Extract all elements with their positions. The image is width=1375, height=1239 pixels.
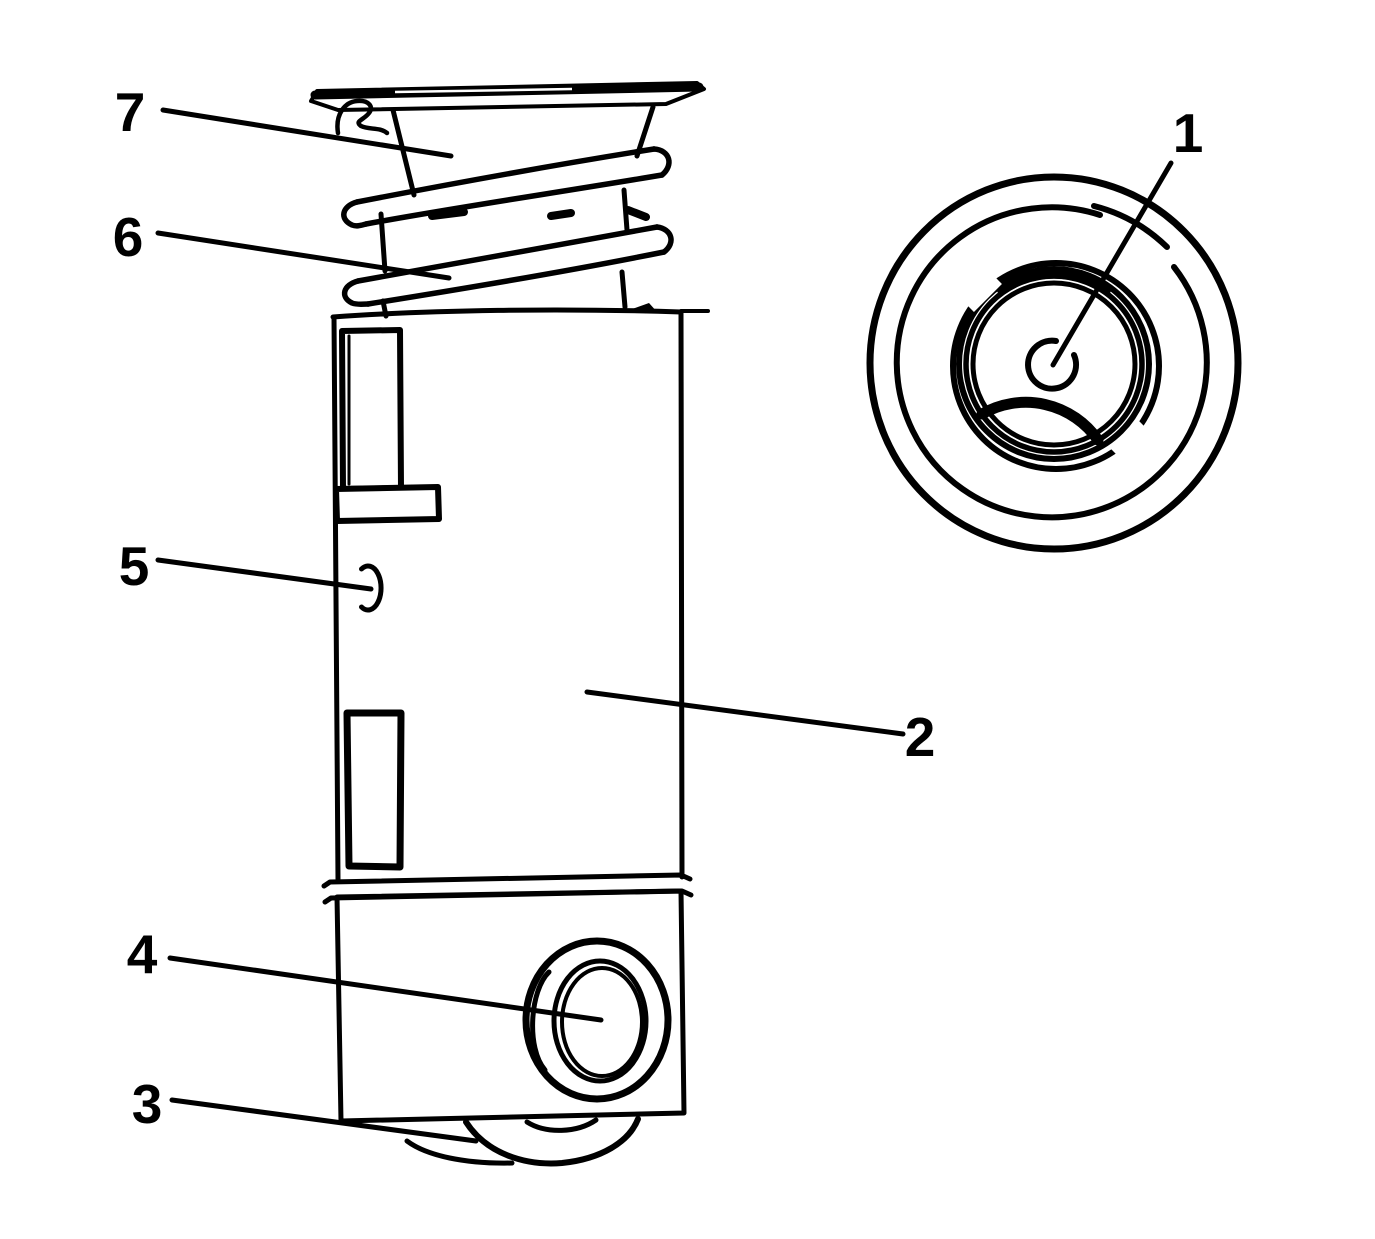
callout-label-6: 6 [113,206,144,268]
body-left-edge [331,314,341,882]
roller-far-edge-arc [404,1138,515,1166]
topview-bore-ring-4 [970,280,1138,448]
foot-block [321,872,694,1124]
spring-coil2-left-turn [341,278,371,307]
spring-coil2-right-turn [654,224,674,255]
lifter-body [330,307,710,882]
body-upper-slot [339,327,404,492]
roller [404,1116,641,1167]
spring-coil1-left-turn [341,199,369,229]
callout-label-3: 3 [132,1073,163,1135]
callout-leader-1 [1050,160,1174,368]
axle-hole-left-arc [530,969,552,1073]
body-oil-hole [359,563,384,613]
topview-outer-ring [866,173,1242,553]
plunger-right-edge-low [619,269,628,310]
body-lower-slot [343,709,405,871]
spring-coil1-right-turn [651,146,672,178]
axle-hole-inner-ring-1 [551,958,649,1084]
callout-layer: 1 2 3 4 5 6 7 [113,81,1204,1144]
body-retainer-tab [333,484,442,524]
topview-bore-dark-top-arc [997,268,1111,295]
callout-label-5: 5 [119,535,150,597]
callout-label-7: 7 [115,81,146,143]
body-block-seam-lower [322,888,694,905]
plunger-tick-mark-left [428,208,468,220]
callout-label-2: 2 [905,706,936,768]
side-view [309,81,710,1167]
roller-inner-arc [524,1117,599,1133]
topview-center-oil-hole [1025,337,1079,392]
callout-leader-2 [584,689,906,737]
callout-leader-6 [155,230,452,281]
spring-coil1-upper [354,146,657,205]
plunger-left-edge-mid [378,211,388,274]
callout-label-4: 4 [127,923,158,985]
callout-leader-4 [167,955,604,1023]
spring-coil2-upper [355,224,660,284]
topview-ring-gap-upper-left [964,274,1002,312]
flange-squiggle-mark [335,98,390,136]
topview-bore-dark-bottom-arc [976,396,1104,446]
spring [341,146,674,307]
spring-coil2-lower [365,249,667,307]
body-block-seam-upper [321,872,693,889]
callout-leader-7 [160,107,454,159]
topview-bore-ring-1 [950,260,1162,472]
axle-hole-outer-ring [522,937,672,1103]
roller-outer-arc [463,1116,641,1167]
top-view [866,173,1242,553]
flange-highlight [394,87,573,94]
callout-label-1: 1 [1173,102,1204,164]
body-right-edge [678,309,685,880]
topview-ring-gap-lower-right [1110,420,1148,458]
spring-coil1-lower [363,172,665,227]
body-top-edge [330,307,684,320]
axle-hole-inner-ring-2 [560,966,644,1078]
topview-second-ring-overlap [1091,203,1170,250]
seat-cup-right-edge [634,104,656,159]
plunger-tick-mark-right [624,206,650,221]
plunger-tick-mark-mid [547,209,575,220]
topview-second-ring [893,204,1210,521]
callout-leader-3 [169,1097,479,1144]
callout-leader-5 [155,557,374,592]
seat-cup-left-edge [390,107,417,198]
